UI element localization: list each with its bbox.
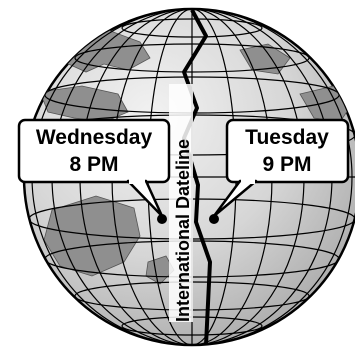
left-callout-time: 8 PM xyxy=(69,153,118,176)
right-callout-day: Tuesday xyxy=(245,126,329,149)
right-callout-time: 9 PM xyxy=(262,153,311,176)
dateline-label: International Dateline xyxy=(173,139,193,322)
left-callout-day: Wednesday xyxy=(36,126,153,149)
